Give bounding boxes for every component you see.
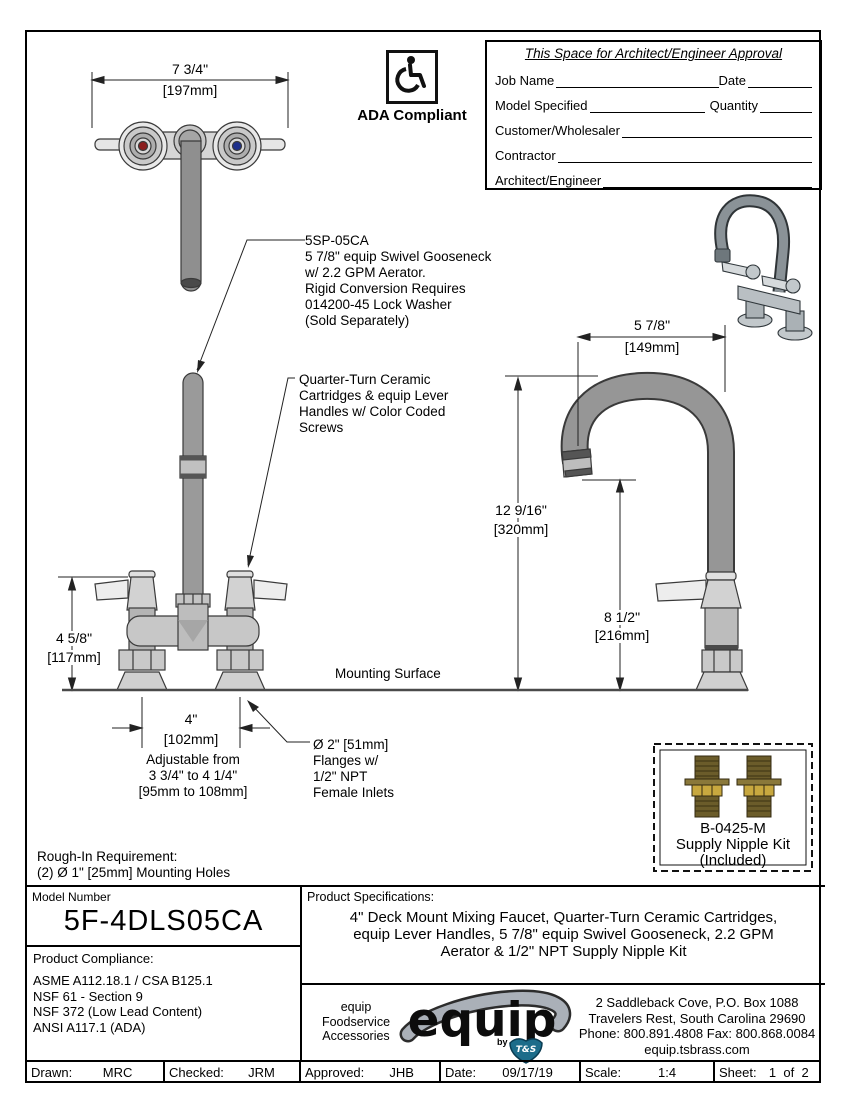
compliance-item: NSF 372 (Low Lead Content) [33,1004,203,1019]
cold-index-dot [231,140,243,152]
dim-centers-in: 4" [184,711,198,727]
ada-label: ADA Compliant [357,107,467,124]
supply-kit-model: B-0425-M [700,820,766,837]
product-specifications-box: Product Specifications: 4" Deck Mount Mi… [302,885,825,985]
contractor-blank-line [557,148,812,163]
brand-address: 2 Saddleback Cove, P.O. Box 1088 Travele… [578,995,816,1057]
footer-cell-scale: Scale: 1:4 [581,1062,715,1083]
dim-body-mm: [117mm] [35,650,113,665]
compliance-item: ANSI A117.1 (ADA) [33,1019,146,1035]
footer-cell-approved: Approved: JHB [301,1062,441,1083]
approval-title: This Space for Architect/Engineer Approv… [524,46,783,61]
dim-top-width-mm: [197mm] [162,82,218,98]
supply-kit-name: Supply Nipple Kit [675,836,791,853]
footer-cell-sheet: Sheet: 1 of 2 [715,1062,821,1083]
dim-outlet-in: 8 1/2" [594,610,650,625]
date-blank-line [748,73,812,88]
ada-mark: ADA Compliant [343,50,481,124]
dim-reach-mm: [149mm] [624,339,680,355]
approval-box: This Space for Architect/Engineer Approv… [485,40,822,190]
product-compliance-box: Product Compliance: ASME A112.18.1 / CSA… [27,947,302,1060]
sheet-label: Sheet: [719,1065,757,1080]
model-number-label: Model Number [32,890,111,904]
wheelchair-icon [386,50,438,104]
supply-nipple-left [684,755,730,818]
cartridge-note: Quarter-Turn Ceramic Cartridges & equip … [299,372,449,435]
drawn-value: MRC [102,1065,133,1080]
sheet-border [25,30,821,1083]
contractor-label: Contractor [495,148,556,163]
by-label: by [497,1037,508,1047]
approved-label: Approved: [305,1065,365,1080]
faucet-iso-view-drawing [714,194,813,341]
dim-height-in: 12 9/16" [486,503,556,518]
job-name-label: Job Name [495,73,555,88]
approval-row-customer: Customer/Wholesaler [495,113,812,138]
approval-row-architect: Architect/Engineer [495,163,812,188]
supply-kit-note: (Included) [699,852,767,869]
specs-text: 4" Deck Mount Mixing Faucet, Quarter-Tur… [349,909,778,960]
rough-in-note: Rough-In Requirement: (2) Ø 1" [25mm] Mo… [37,849,231,880]
model-specified-blank-line [589,98,705,113]
dim-top-width-lines [90,72,290,128]
job-name-blank-line [556,73,719,88]
quantity-blank-line [760,98,812,113]
dim-top-width-in: 7 3/4" [171,61,209,77]
specs-label: Product Specifications: [307,890,435,904]
approval-row-job: Job Name Date [495,63,812,88]
drawn-label: Drawn: [31,1065,73,1080]
architect-blank-line [603,173,812,188]
dim-reach-in: 5 7/8" [633,317,671,333]
customer-blank-line [622,123,812,138]
adjustable-note: Adjustable from 3 3/4" to 4 1/4" [95mm t… [120,752,266,800]
footer-cell-checked: Checked: JRM [165,1062,301,1083]
approval-row-model: Model Specified Quantity [495,88,812,113]
customer-label: Customer/Wholesaler [495,123,620,138]
date-label: Date [718,73,746,88]
footer-cell-date: Date: 09/17/19 [441,1062,581,1083]
scale-label: Scale: [585,1065,622,1080]
compliance-item: ASME A112.18.1 / CSA B125.1 [33,973,213,988]
title-block-footer: Drawn: MRC Checked: JRM Approved: JHB Da… [27,1060,821,1083]
approval-row-contractor: Contractor [495,138,812,163]
faucet-top-view-drawing [90,72,290,292]
scale-value: 1:4 [658,1065,677,1080]
ts-shield-text: T&S [516,1045,536,1055]
ts-shield-icon: T&S [508,1036,544,1064]
dim-reach-lines [576,325,727,446]
dim-outlet-mm: [216mm] [585,628,659,643]
quantity-label: Quantity [709,98,758,113]
leader-lines [196,239,310,743]
spout-note: 5SP-05CA 5 7/8" equip Swivel Gooseneck w… [305,233,492,328]
sheet-value: 1 of 2 [768,1065,809,1080]
model-specified-label: Model Specified [495,98,588,113]
compliance-item: NSF 61 - Section 9 [33,988,143,1004]
equip-logo: equip [392,986,572,1058]
footer-cell-drawn: Drawn: MRC [27,1062,165,1083]
checked-value: JRM [248,1065,275,1080]
model-number: 5F-4DLS05CA [63,905,264,937]
checked-label: Checked: [169,1065,224,1080]
dim-outlet-lines [582,478,636,692]
supply-kit-box [653,743,813,872]
flange-note: Ø 2" [51mm] Flanges w/ 1/2" NPT Female I… [313,737,395,800]
dim-height-mm: [320mm] [482,522,560,537]
faucet-front-view-drawing [94,372,288,691]
architect-label: Architect/Engineer [495,173,602,188]
approved-value: JHB [389,1065,414,1080]
dim-centers-lines [112,697,270,748]
hot-index-dot [137,140,149,152]
faucet-side-view-drawing [560,371,749,691]
dim-body-in: 4 5/8" [41,631,107,646]
supply-nipple-right [736,755,782,818]
mounting-surface-label: Mounting Surface [335,666,441,681]
dim-centers-mm: [102mm] [163,731,219,747]
date-value: 09/17/19 [502,1065,553,1080]
brand-tagline: equip Foodservice Accessories [321,1000,391,1043]
model-number-box: Model Number 5F-4DLS05CA [27,885,302,947]
compliance-label: Product Compliance: [33,951,154,966]
date-label: Date: [445,1065,477,1080]
